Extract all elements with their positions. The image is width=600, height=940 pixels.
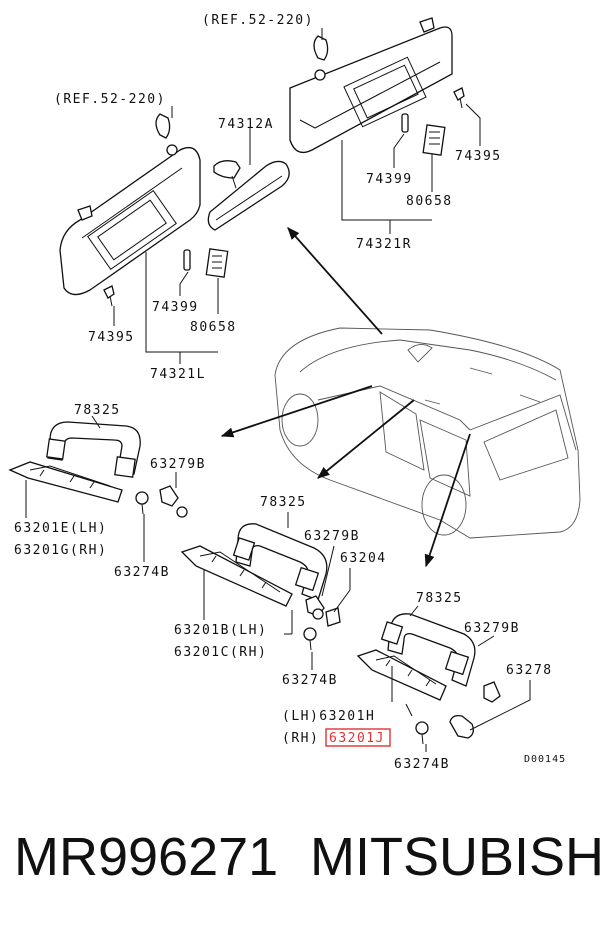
screw-74395-right bbox=[453, 87, 465, 109]
part-number: MR996271 bbox=[14, 827, 279, 887]
bolt-63274B-2 bbox=[303, 627, 317, 651]
label-clip-l: 74399 bbox=[152, 300, 199, 315]
rearview-mirror bbox=[207, 160, 290, 231]
label-grip-3: 78325 bbox=[416, 591, 463, 606]
label-bracket-3a: (LH)63201H bbox=[282, 709, 375, 724]
label-clip-r: 74399 bbox=[366, 172, 413, 187]
assist-grip-78325-2 bbox=[232, 523, 328, 601]
label-clip-2: 63204 bbox=[340, 551, 387, 566]
leader-lines bbox=[25, 28, 531, 752]
assist-grip-78325-3 bbox=[380, 613, 476, 687]
brand-name: MITSUBISHI bbox=[310, 827, 600, 887]
cap-63279B-2 bbox=[305, 595, 325, 620]
bracket-63201E-1 bbox=[8, 461, 123, 503]
pad-80658-right bbox=[422, 124, 446, 156]
label-pad-l: 80658 bbox=[190, 320, 237, 335]
label-screw-l: 74395 bbox=[88, 330, 135, 345]
label-pad-r: 80658 bbox=[406, 194, 453, 209]
sun-visor-right bbox=[289, 17, 453, 154]
label-bolt-3: 63274B bbox=[394, 757, 450, 772]
label-mirror: 74312A bbox=[218, 117, 274, 132]
bolt-63274B-3 bbox=[415, 721, 429, 745]
pad-80658-left bbox=[205, 248, 229, 278]
label-bolt-1: 63274B bbox=[114, 565, 170, 580]
clip-63278-3 bbox=[449, 714, 474, 739]
label-cap-2: 63279B bbox=[304, 529, 360, 544]
label-bracket-3b-prefix: (RH) bbox=[282, 731, 319, 746]
cap-63279B-1 bbox=[159, 485, 188, 518]
location-arrows bbox=[220, 227, 471, 568]
label-bracket-3b-highlight: 63201J bbox=[329, 731, 385, 746]
label-bracket-2a: 63201B(LH) bbox=[174, 623, 267, 638]
label-bracket-1a: 63201E(LH) bbox=[14, 521, 107, 536]
label-bracket-2b: 63201C(RH) bbox=[174, 645, 267, 660]
label-ref-a: (REF.52-220) bbox=[202, 13, 314, 28]
clip-74399-left bbox=[183, 249, 191, 271]
label-cap-3: 63279B bbox=[464, 621, 520, 636]
bracket-63201B-2 bbox=[180, 545, 293, 607]
screw-74395-left bbox=[103, 285, 115, 307]
clip-63204-2 bbox=[325, 607, 341, 627]
bracket-63201H-3 bbox=[356, 649, 447, 701]
clip-74399-right bbox=[401, 113, 409, 133]
bolt-63274B-1 bbox=[135, 491, 149, 515]
label-ref-b: (REF.52-220) bbox=[54, 92, 166, 107]
highlight-box bbox=[325, 728, 391, 747]
label-screw-r: 74395 bbox=[455, 149, 502, 164]
car-outline bbox=[274, 327, 581, 539]
diagram-code: D00145 bbox=[524, 754, 566, 765]
label-bolt-2: 63274B bbox=[282, 673, 338, 688]
assist-grip-78325-1 bbox=[46, 421, 141, 478]
sun-visor-left bbox=[59, 113, 201, 296]
label-grip-2: 78325 bbox=[260, 495, 307, 510]
label-bracket-1b: 63201G(RH) bbox=[14, 543, 107, 558]
label-visor-r: 74321R bbox=[356, 237, 412, 252]
label-clip-3: 63278 bbox=[506, 663, 553, 678]
label-visor-l: 74321L bbox=[150, 367, 206, 382]
parts-diagram: (REF.52-220) (REF.52-220) 74312A 74395 7… bbox=[8, 13, 581, 772]
product-footer: MR996271 MITSUBISHI bbox=[0, 830, 600, 910]
label-grip-1: 78325 bbox=[74, 403, 121, 418]
label-cap-1: 63279B bbox=[150, 457, 206, 472]
cap-63279B-3 bbox=[483, 681, 501, 703]
